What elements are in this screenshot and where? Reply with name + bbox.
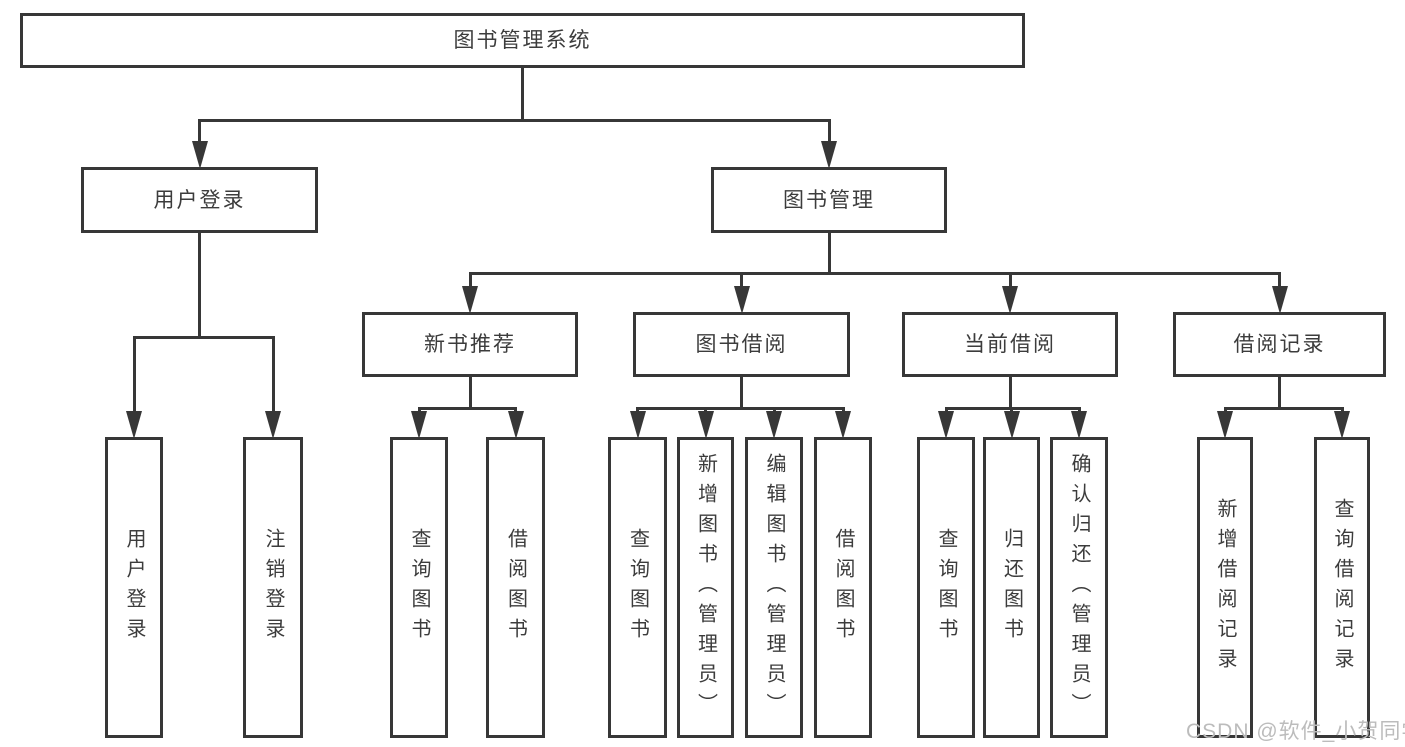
node-cu-confirm: 确认归还（管理员）	[1050, 437, 1108, 738]
arrow-down-icon	[1334, 411, 1350, 439]
arrow-down-icon	[411, 411, 427, 439]
connector-line	[704, 408, 707, 412]
node-label-root: 图书管理系统	[453, 29, 592, 52]
arrow-down-icon	[1071, 411, 1087, 439]
connector-line	[417, 406, 517, 410]
arrow-down-icon	[1271, 286, 1288, 314]
connector-line	[1278, 376, 1281, 408]
connector-line	[417, 408, 421, 412]
node-label-nb-query: 查询图书	[408, 527, 430, 648]
connector-line	[132, 335, 275, 339]
node-bw-query: 查询图书	[608, 437, 667, 738]
node-label-bw-query: 查询图书	[626, 527, 649, 648]
node-label-bw-add: 新增图书（管理员）	[694, 452, 717, 723]
arrow-down-icon	[835, 411, 851, 439]
node-current: 当前借阅	[902, 312, 1118, 377]
connector-line	[468, 271, 1281, 275]
connector-line	[944, 408, 948, 412]
connector-line	[1010, 408, 1013, 412]
connector-line	[772, 408, 776, 412]
arrow-down-icon	[1002, 286, 1018, 314]
node-label-cu-confirm: 确认归还（管理员）	[1068, 452, 1090, 723]
node-logout: 注销登录	[243, 437, 303, 738]
node-re-add: 新增借阅记录	[1197, 437, 1253, 738]
arrow-down-icon	[1003, 411, 1020, 439]
connector-line	[468, 273, 472, 287]
arrow-down-icon	[191, 141, 208, 169]
arrow-down-icon	[766, 411, 782, 439]
node-label-bw-edit: 编辑图书（管理员）	[763, 452, 785, 723]
node-label-newbook: 新书推荐	[424, 333, 516, 356]
connector-line	[271, 337, 275, 412]
connector-line	[636, 406, 845, 410]
node-re-query: 查询借阅记录	[1314, 437, 1370, 738]
node-cu-return: 归还图书	[983, 437, 1040, 738]
node-bw-edit: 编辑图书（管理员）	[745, 437, 803, 738]
arrow-down-icon	[462, 286, 478, 314]
node-user-login: 用户登录	[105, 437, 163, 738]
arrow-down-icon	[629, 411, 646, 439]
node-root: 图书管理系统	[20, 13, 1025, 68]
arrow-down-icon	[265, 411, 281, 439]
connector-line	[1008, 376, 1012, 408]
arrow-down-icon	[1217, 411, 1233, 439]
node-label-re-query: 查询借阅记录	[1331, 497, 1353, 678]
arrow-down-icon	[697, 411, 714, 439]
node-records: 借阅记录	[1173, 312, 1386, 377]
csdn-watermark: CSDN @软件_小贺同学	[1186, 720, 1405, 743]
node-mgmt: 图书管理	[711, 167, 947, 233]
node-label-re-add: 新增借阅记录	[1214, 497, 1236, 678]
connector-line	[521, 67, 524, 120]
connector-line	[1223, 408, 1227, 412]
node-label-cu-return: 归还图书	[1000, 527, 1023, 648]
connector-line	[468, 376, 472, 408]
node-cu-query: 查询图书	[917, 437, 975, 738]
connector-line	[827, 120, 831, 142]
node-bw-add: 新增图书（管理员）	[677, 437, 734, 738]
node-login: 用户登录	[81, 167, 318, 233]
arrow-down-icon	[507, 411, 524, 439]
connector-line	[1340, 408, 1344, 412]
node-label-login: 用户登录	[153, 188, 246, 212]
connector-line	[198, 120, 201, 142]
node-label-borrow: 图书借阅	[695, 333, 788, 356]
connector-line	[1223, 406, 1344, 410]
node-label-cu-query: 查询图书	[935, 527, 957, 648]
node-label-bw-borrow: 借阅图书	[832, 527, 854, 648]
node-newbook: 新书推荐	[362, 312, 578, 377]
arrow-down-icon	[733, 286, 750, 314]
node-bw-borrow: 借阅图书	[814, 437, 872, 738]
connector-line	[1278, 273, 1281, 287]
connector-line	[740, 376, 743, 408]
connector-line	[740, 273, 743, 287]
node-label-current: 当前借阅	[964, 333, 1056, 356]
connector-line	[841, 408, 845, 412]
connector-line	[636, 408, 639, 412]
arrow-down-icon	[126, 411, 142, 439]
arrow-down-icon	[938, 411, 954, 439]
node-label-logout: 注销登录	[262, 527, 284, 648]
node-label-nb-borrow: 借阅图书	[504, 527, 527, 648]
node-nb-query: 查询图书	[390, 437, 448, 738]
connector-line	[827, 232, 831, 273]
connector-line	[1008, 273, 1012, 287]
connector-line	[198, 232, 201, 337]
node-borrow: 图书借阅	[633, 312, 850, 377]
node-nb-borrow: 借阅图书	[486, 437, 545, 738]
connector-line	[514, 408, 517, 412]
node-label-mgmt: 图书管理	[783, 188, 875, 212]
node-label-records: 借阅记录	[1233, 333, 1326, 356]
arrow-down-icon	[821, 141, 837, 169]
connector-line	[198, 118, 831, 122]
node-label-user-login: 用户登录	[123, 527, 145, 648]
connector-line	[132, 337, 136, 412]
connector-line	[1077, 408, 1081, 412]
